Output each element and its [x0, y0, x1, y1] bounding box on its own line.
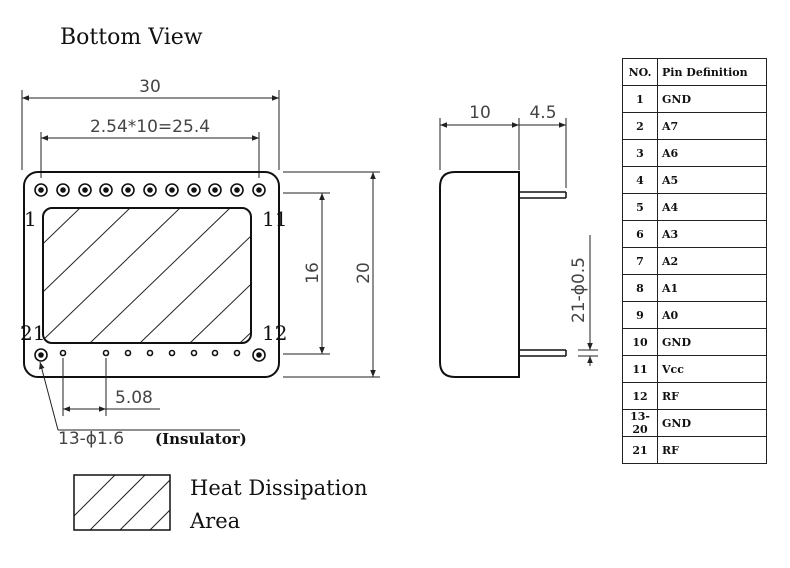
dim-pitch-label: 2.54*10=25.4	[90, 117, 210, 137]
pin-no: 3	[622, 139, 658, 167]
dim-pin-length-label: 4.5	[529, 103, 556, 123]
pin-no: 11	[622, 355, 658, 383]
pin-def: A3	[657, 220, 767, 248]
dim-pin-diameter: 21-ϕ0.5	[569, 235, 598, 366]
legend-line-1: Heat Dissipation	[190, 476, 368, 500]
pin-11-label: 11	[262, 207, 287, 231]
pin-no: 8	[622, 274, 658, 302]
pin-no-header: NO.	[622, 58, 658, 86]
pin-table-header-row: NO. Pin Definition	[622, 58, 767, 86]
pin-no: 5	[622, 193, 658, 221]
dim-pitch: 2.54*10=25.4	[40, 117, 260, 178]
pin-def: GND	[657, 85, 767, 113]
pin-def: A5	[657, 166, 767, 194]
pin-def: RF	[657, 382, 767, 410]
insulator-note: 13-ϕ1.6	[58, 429, 124, 449]
dim-body-label: 10	[469, 103, 491, 123]
insulator-label: (Insulator)	[155, 430, 247, 448]
dim-width-30: 30	[21, 77, 280, 170]
top-pin-row	[34, 183, 266, 197]
pin-def: GND	[657, 409, 767, 437]
module-outline	[23, 171, 280, 378]
dim-pin-length: 4.5	[519, 103, 567, 188]
dim-height-16: 16	[283, 192, 330, 355]
pin-no: 21	[622, 436, 658, 464]
side-view	[439, 171, 567, 378]
pin-12-label: 12	[262, 321, 287, 345]
dim-height-20: 20	[283, 171, 380, 378]
dim-spacing-label: 5.08	[115, 388, 153, 408]
pin-def: A7	[657, 112, 767, 140]
pin-no: 2	[622, 112, 658, 140]
pin-def: A4	[657, 193, 767, 221]
insulator-callout: 13-ϕ1.6 (Insulator)	[39, 361, 247, 449]
pin-no: 4	[622, 166, 658, 194]
dim-width-label: 30	[139, 77, 161, 97]
heat-dissipation-pad	[42, 207, 252, 344]
pin-no: 6	[622, 220, 658, 248]
pin-no: 13-20	[622, 409, 658, 437]
dim-spacing-508: 5.08	[62, 358, 160, 416]
pin-1-label: 1	[24, 207, 37, 231]
dim-height-20-label: 20	[354, 262, 374, 284]
pin-no: 12	[622, 382, 658, 410]
pin-no: 7	[622, 247, 658, 275]
pin-no: 10	[622, 328, 658, 356]
dim-pin-diameter-label: 21-ϕ0.5	[569, 257, 589, 323]
bottom-pin-row	[34, 348, 266, 362]
heat-dissipation-legend: Heat Dissipation Area	[73, 474, 368, 533]
pin-no: 9	[622, 301, 658, 329]
pin-def: A6	[657, 139, 767, 167]
pin-def: A1	[657, 274, 767, 302]
pin-def: GND	[657, 328, 767, 356]
pin-no: 1	[622, 85, 658, 113]
legend-line-2: Area	[189, 509, 240, 533]
pin-21-label: 21	[20, 321, 45, 345]
pin-def: A2	[657, 247, 767, 275]
pin-def: Vcc	[657, 355, 767, 383]
pin-def: RF	[657, 436, 767, 464]
pin-def: A0	[657, 301, 767, 329]
pin-definition-header: Pin Definition	[657, 58, 767, 86]
bottom-view-title: Bottom View	[60, 25, 203, 50]
dim-body-10: 10	[439, 103, 520, 170]
dim-height-16-label: 16	[303, 262, 323, 284]
